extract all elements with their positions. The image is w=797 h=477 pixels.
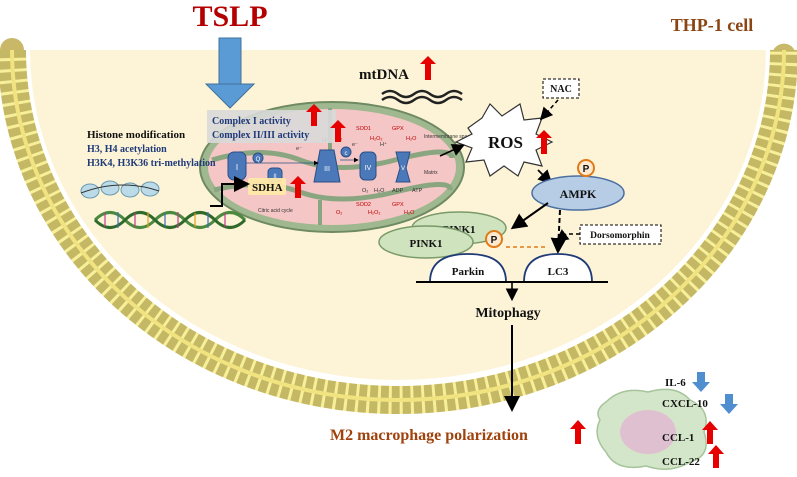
sdha-up-arrow (290, 176, 306, 198)
lc3-label: LC3 (548, 266, 569, 278)
cell-label: THP-1 cell (671, 15, 753, 35)
q-label: Q (256, 157, 261, 163)
ampk-node: AMPK (531, 175, 625, 211)
mito-to-ros-arrow (439, 144, 465, 157)
complex-i-label: I (236, 163, 238, 172)
nac-box: NAC (542, 78, 580, 99)
electron-1: e⁻ (296, 146, 302, 152)
parkin-phospho-label: P (491, 235, 498, 246)
atp-label: ATP (412, 188, 423, 194)
o2-label-2: O₂ (362, 188, 368, 194)
complex-iii-label: III (324, 166, 330, 173)
ampk-label: AMPK (560, 187, 597, 201)
nucleosomes (80, 180, 160, 199)
cxcl10-label: CXCL-10 (662, 398, 708, 410)
c-label: c (345, 151, 348, 157)
histone-line1: H3, H4 acetylation (87, 144, 167, 155)
ros-burst: ROS (454, 103, 554, 177)
sdha-box: SDHA (248, 178, 286, 195)
citric-acid-label: Citric acid cycle (258, 208, 293, 214)
h2o-label-3: H₂O (404, 210, 415, 216)
gpx-label-2: GPX (392, 202, 404, 208)
nac-label: NAC (550, 84, 572, 95)
tslp-title: TSLP (192, 0, 267, 33)
sod2-label: SOD2 (356, 202, 371, 208)
histone-heading: Histone modification (87, 129, 185, 141)
intermembrane-label: Intermembrane space (424, 134, 473, 140)
m2-label: M2 macrophage polarization (330, 427, 528, 444)
complex-up-arrow-2 (330, 120, 346, 142)
histone-line2: H3K4, H3K36 tri-methylation (87, 158, 216, 169)
pink1-label-lower: PINK1 (410, 238, 443, 250)
complex-line2: Complex II/III activity (212, 130, 309, 141)
mtdna-strand (381, 89, 463, 99)
matrix-label: Matrix (424, 170, 438, 176)
adp-label: ADP (392, 188, 404, 194)
gpx-label-1: GPX (392, 126, 404, 132)
mtdna-up-arrow (420, 56, 436, 80)
ampk-to-lc3-arrow (550, 209, 567, 254)
histone-to-mito-arrow (210, 176, 250, 207)
complex-up-arrow (306, 104, 322, 126)
parkin-loop (429, 253, 507, 283)
lc3-loop (523, 253, 593, 283)
ccl22-up-arrow (708, 445, 724, 468)
parkin-phospho: P (485, 230, 503, 248)
ccl22-label: CCL-22 (662, 456, 700, 468)
h2o2-label-1: H₂O₂ (370, 136, 383, 142)
ampk-phospho-label: P (583, 164, 590, 175)
complex-line1: Complex I activity (212, 116, 291, 127)
dorsomorphin-label: Dorsomorphin (590, 231, 650, 241)
dna-helix (93, 211, 247, 229)
il6-down-arrow (692, 372, 710, 392)
ros-up-arrow (536, 130, 552, 154)
h2o-label-1: H₂O (406, 136, 417, 142)
h2o-label-2: H₂O (374, 188, 385, 194)
cxcl10-down-arrow (720, 394, 738, 414)
m2-up-arrow (570, 420, 586, 444)
sod1-label: SOD1 (356, 126, 371, 132)
h2o2-label-2: H₂O₂ (368, 210, 381, 216)
electron-2: e⁻ (352, 142, 358, 148)
ros-label: ROS (488, 133, 523, 152)
ampk-to-pink1-arrow (510, 202, 549, 230)
sdha-label: SDHA (252, 182, 283, 194)
mitophagy-label: Mitophagy (475, 306, 540, 321)
dorsomorphin-inhibit-arrow (555, 229, 580, 242)
mtdna-label: mtDNA (359, 67, 409, 83)
cell-membrane (0, 38, 797, 414)
pink1-node-lower: PINK1 (378, 225, 474, 259)
macrophage-cell (596, 388, 707, 470)
complex-iv-label: IV (365, 165, 372, 172)
il6-label: IL-6 (665, 377, 686, 389)
dorsomorphin-box: Dorsomorphin (579, 224, 662, 245)
respiratory-chain: I Q II III c IV V (227, 146, 411, 183)
proton-3: H⁺ (380, 141, 387, 148)
parkin-label: Parkin (452, 266, 484, 278)
complex-v-label: V (401, 166, 405, 172)
o2-label-3: O₂ (336, 210, 342, 216)
ampk-phospho: P (577, 159, 595, 177)
ccl1-label: CCL-1 (662, 432, 694, 444)
ccl1-up-arrow (702, 421, 718, 444)
complex-ii-label: II (273, 174, 277, 180)
tslp-down-arrow (204, 37, 256, 109)
